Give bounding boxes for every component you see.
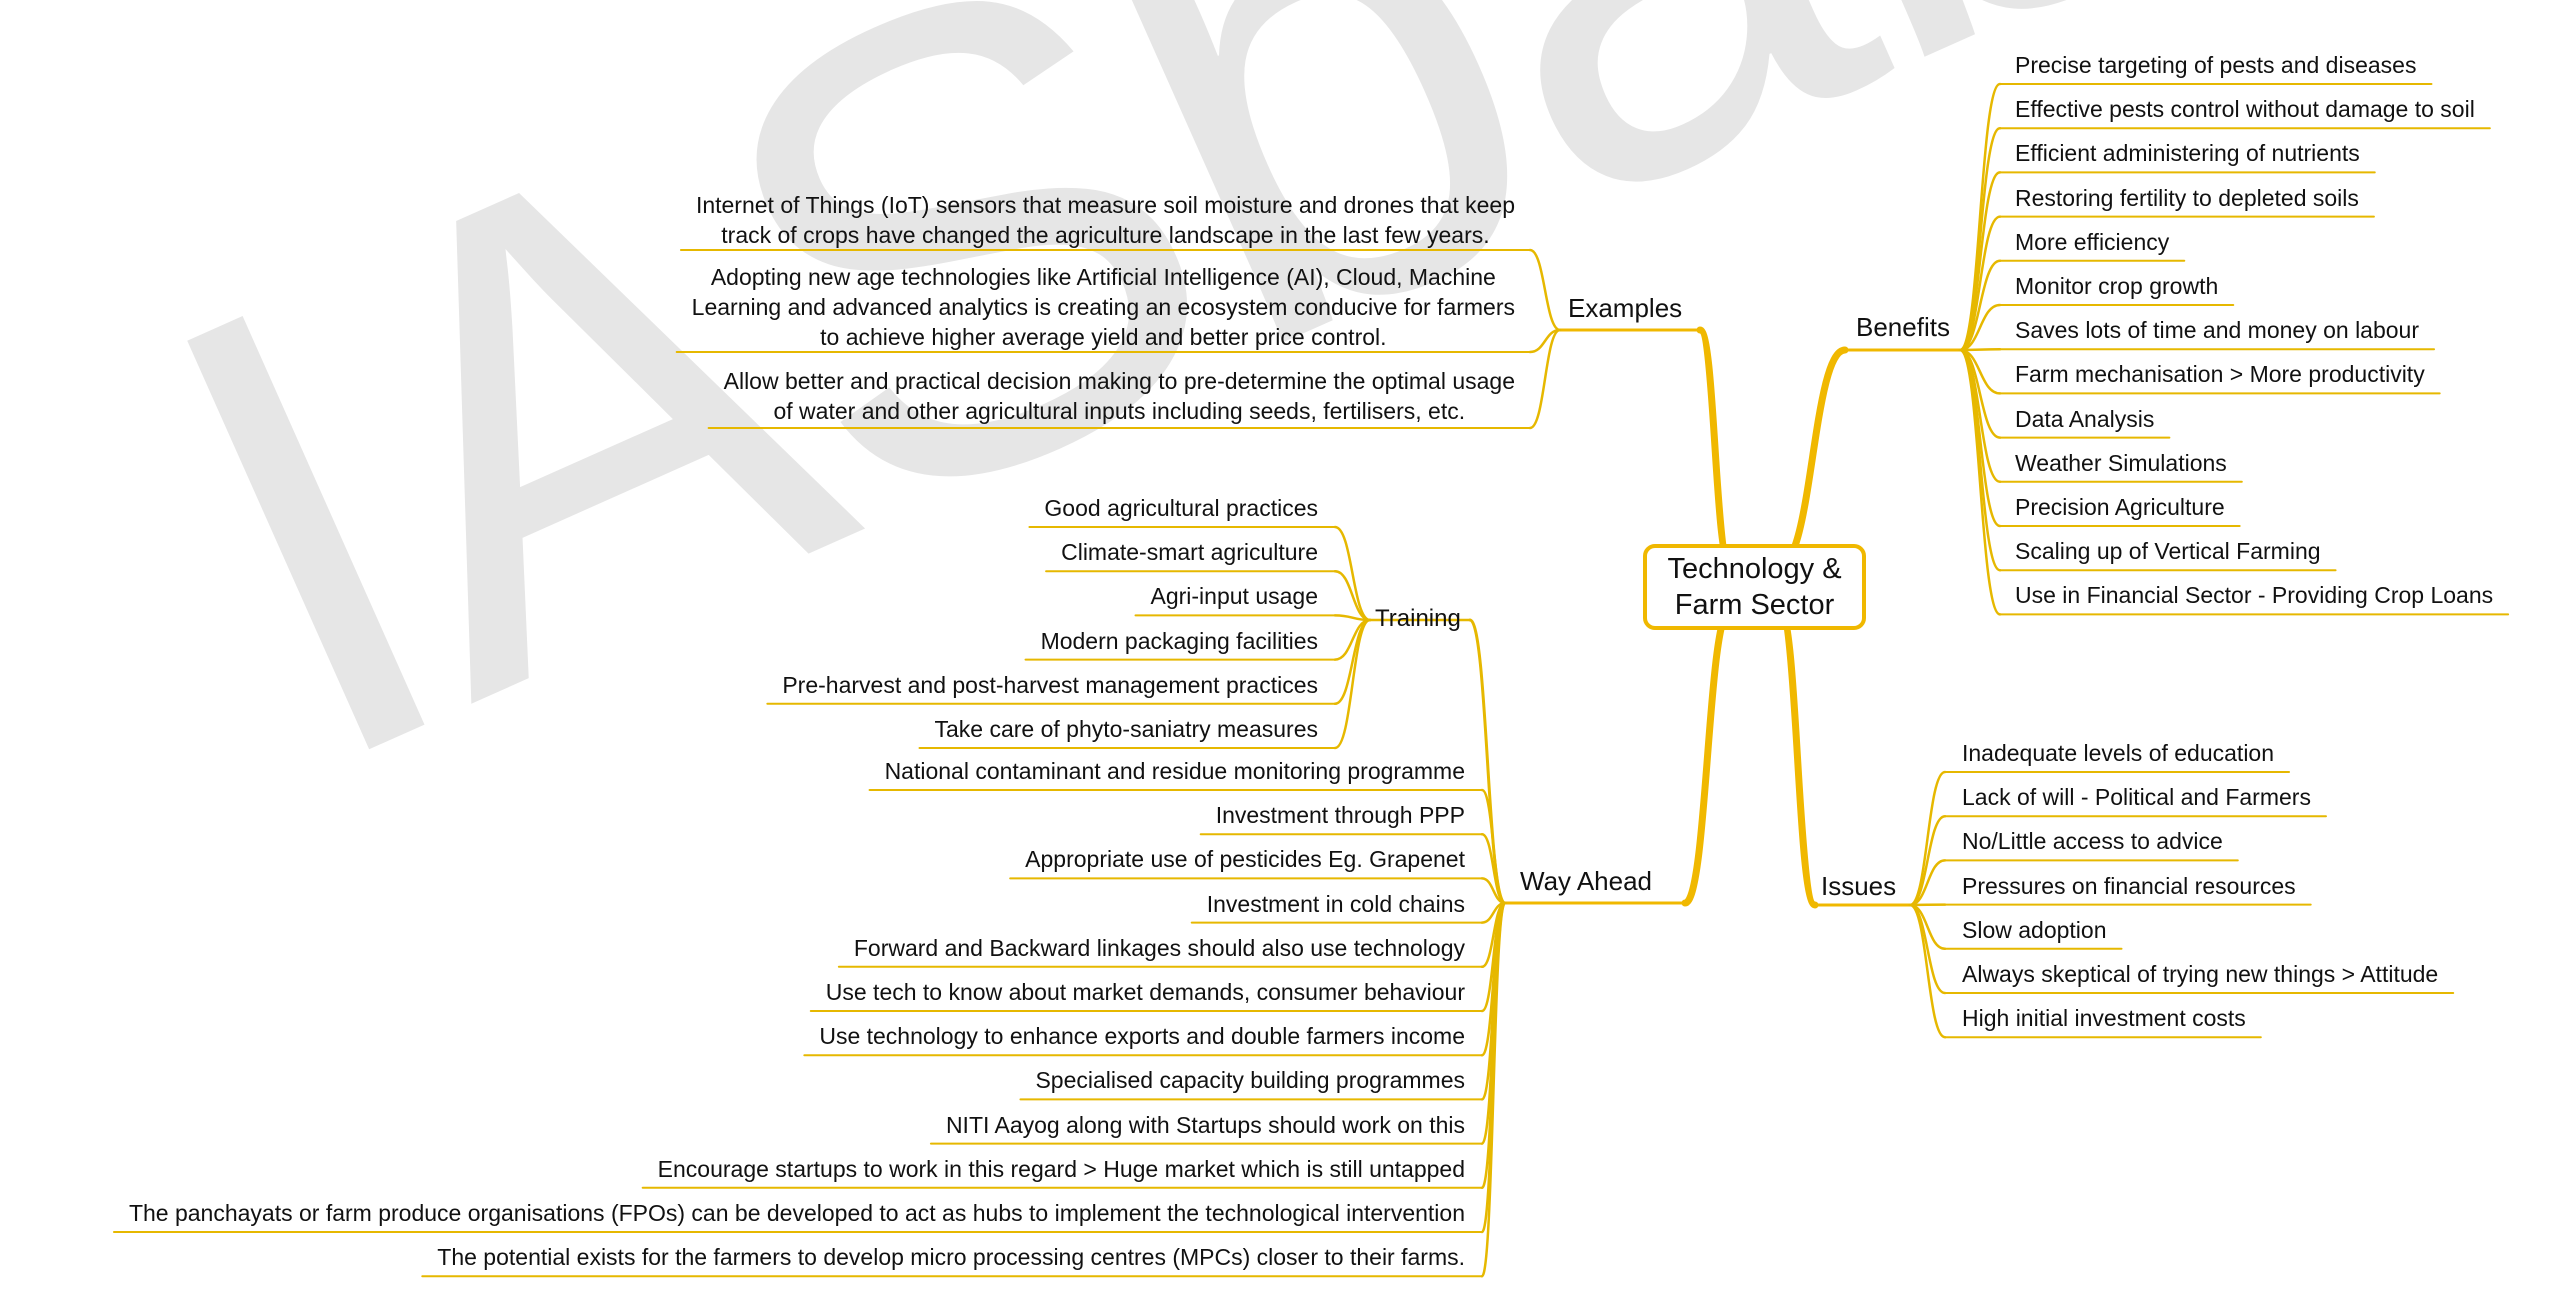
branch-issues[interactable]: Issues: [1821, 871, 1897, 901]
branch-connector-way-ahead: [1681, 606, 1734, 907]
issue-item[interactable]: Lack of will - Political and Farmers: [1962, 784, 2311, 811]
benefit-item-connector: [1958, 171, 2002, 352]
way-ahead-item[interactable]: Encourage startups to work in this regar…: [657, 1155, 1465, 1182]
example-item-line: of water and other agricultural inputs i…: [773, 398, 1466, 424]
issue-item[interactable]: Inadequate levels of education: [1962, 740, 2275, 766]
benefit-item-connector: [1958, 215, 2002, 352]
branch-connector-benefits: [1776, 346, 1849, 569]
training-item[interactable]: Good agricultural practices: [1044, 495, 1318, 521]
way-ahead-item[interactable]: Use technology to enhance exports and do…: [819, 1023, 1465, 1050]
example-item-line: to achieve higher average yield and bett…: [820, 324, 1387, 350]
branch-connector-examples: [1696, 326, 1734, 569]
benefit-item[interactable]: Saves lots of time and money on labour: [2015, 317, 2420, 344]
central-topic[interactable]: Technology & Farm Sector: [1643, 544, 1866, 630]
issue-item[interactable]: Slow adoption: [1962, 916, 2107, 943]
way-ahead-item[interactable]: Forward and Backward linkages should als…: [853, 934, 1465, 961]
benefit-item[interactable]: Monitor crop growth: [2015, 273, 2219, 299]
training-item[interactable]: Pre-harvest and post-harvest management …: [782, 671, 1318, 698]
benefit-item[interactable]: Use in Financial Sector - Providing Crop…: [2015, 582, 2494, 609]
benefit-item-connector: [1958, 347, 2002, 352]
benefit-item-connector: [1958, 259, 2002, 352]
benefit-item[interactable]: Effective pests control without damage t…: [2015, 96, 2475, 123]
training-item-connector: [1333, 618, 1372, 750]
issue-item[interactable]: Pressures on financial resources: [1962, 872, 2296, 899]
benefit-item-connector: [1958, 348, 2002, 616]
example-item-line: Internet of Things (IoT) sensors that me…: [695, 192, 1515, 218]
example-item-connector: [1528, 328, 1562, 430]
benefit-item[interactable]: Scaling up of Vertical Farming: [2015, 538, 2321, 565]
issue-item[interactable]: High initial investment costs: [1962, 1005, 2246, 1032]
issue-item-connector: [1908, 903, 1947, 1039]
way-ahead-item[interactable]: Specialised capacity building programmes: [1035, 1067, 1465, 1094]
benefit-item[interactable]: Precise targeting of pests and diseases: [2015, 52, 2417, 78]
example-item[interactable]: Adopting new age technologies like Artif…: [692, 262, 1515, 352]
training-item[interactable]: Agri-input usage: [1150, 583, 1319, 610]
way-ahead-item[interactable]: The panchayats or farm produce organisat…: [128, 1200, 1465, 1226]
example-item-line: Adopting new age technologies like Artif…: [710, 264, 1496, 290]
example-item[interactable]: Allow better and practical decision maki…: [724, 366, 1515, 426]
benefit-item[interactable]: More efficiency: [2015, 228, 2170, 255]
example-item-line: Learning and advanced analytics is creat…: [691, 294, 1515, 320]
branch-training[interactable]: Training: [1375, 605, 1461, 632]
way-ahead-item-connector: [1480, 901, 1507, 1278]
training-item-connector: [1333, 525, 1372, 622]
example-item-line: Allow better and practical decision maki…: [723, 368, 1515, 394]
branch-way-ahead[interactable]: Way Ahead: [1520, 866, 1653, 896]
issue-item-connector: [1908, 859, 1947, 907]
way-ahead-item[interactable]: Investment in cold chains: [1206, 890, 1465, 917]
branch-benefits[interactable]: Benefits: [1856, 312, 1950, 342]
benefit-item-connector: [1958, 348, 2002, 572]
training-item[interactable]: Modern packaging facilities: [1040, 627, 1318, 654]
benefit-item-connector: [1958, 348, 2002, 528]
benefit-item[interactable]: Weather Simulations: [2015, 449, 2227, 476]
benefit-item[interactable]: Farm mechanisation > More productivity: [2015, 361, 2425, 388]
example-item[interactable]: Internet of Things (IoT) sensors that me…: [696, 190, 1515, 250]
issue-item[interactable]: Always skeptical of trying new things > …: [1962, 961, 2439, 987]
way-ahead-item[interactable]: Investment through PPP: [1215, 802, 1465, 829]
benefit-item[interactable]: Restoring fertility to depleted soils: [2015, 184, 2359, 211]
central-topic-line-2: Farm Sector: [1674, 589, 1835, 621]
issue-item[interactable]: No/Little access to advice: [1962, 828, 2223, 855]
benefit-item[interactable]: Efficient administering of nutrients: [2015, 140, 2360, 167]
example-item-line: track of crops have changed the agricult…: [721, 222, 1490, 248]
way-ahead-item[interactable]: Appropriate use of pesticides Eg. Grapen…: [1025, 846, 1465, 873]
issue-item-connector: [1908, 814, 1947, 907]
benefit-item[interactable]: Precision Agriculture: [2015, 494, 2225, 520]
benefit-item[interactable]: Data Analysis: [2015, 405, 2155, 432]
training-item[interactable]: Take care of phyto-saniatry measures: [934, 716, 1318, 742]
branch-connector-issues: [1776, 606, 1819, 909]
training-item[interactable]: Climate-smart agriculture: [1061, 539, 1318, 566]
way-ahead-item[interactable]: National contaminant and residue monitor…: [884, 758, 1465, 784]
way-ahead-item[interactable]: Use tech to know about market demands, c…: [825, 979, 1465, 1005]
way-ahead-item[interactable]: The potential exists for the farmers to …: [437, 1244, 1465, 1271]
way-ahead-item-connector: [1480, 788, 1507, 905]
benefit-item-connector: [1958, 126, 2002, 352]
way-ahead-item[interactable]: NITI Aayog along with Startups should wo…: [945, 1111, 1465, 1138]
example-item-connector: [1528, 248, 1562, 332]
central-topic-line-1: Technology &: [1667, 553, 1842, 585]
training-connector: [1468, 618, 1507, 905]
branch-examples[interactable]: Examples: [1568, 293, 1683, 323]
